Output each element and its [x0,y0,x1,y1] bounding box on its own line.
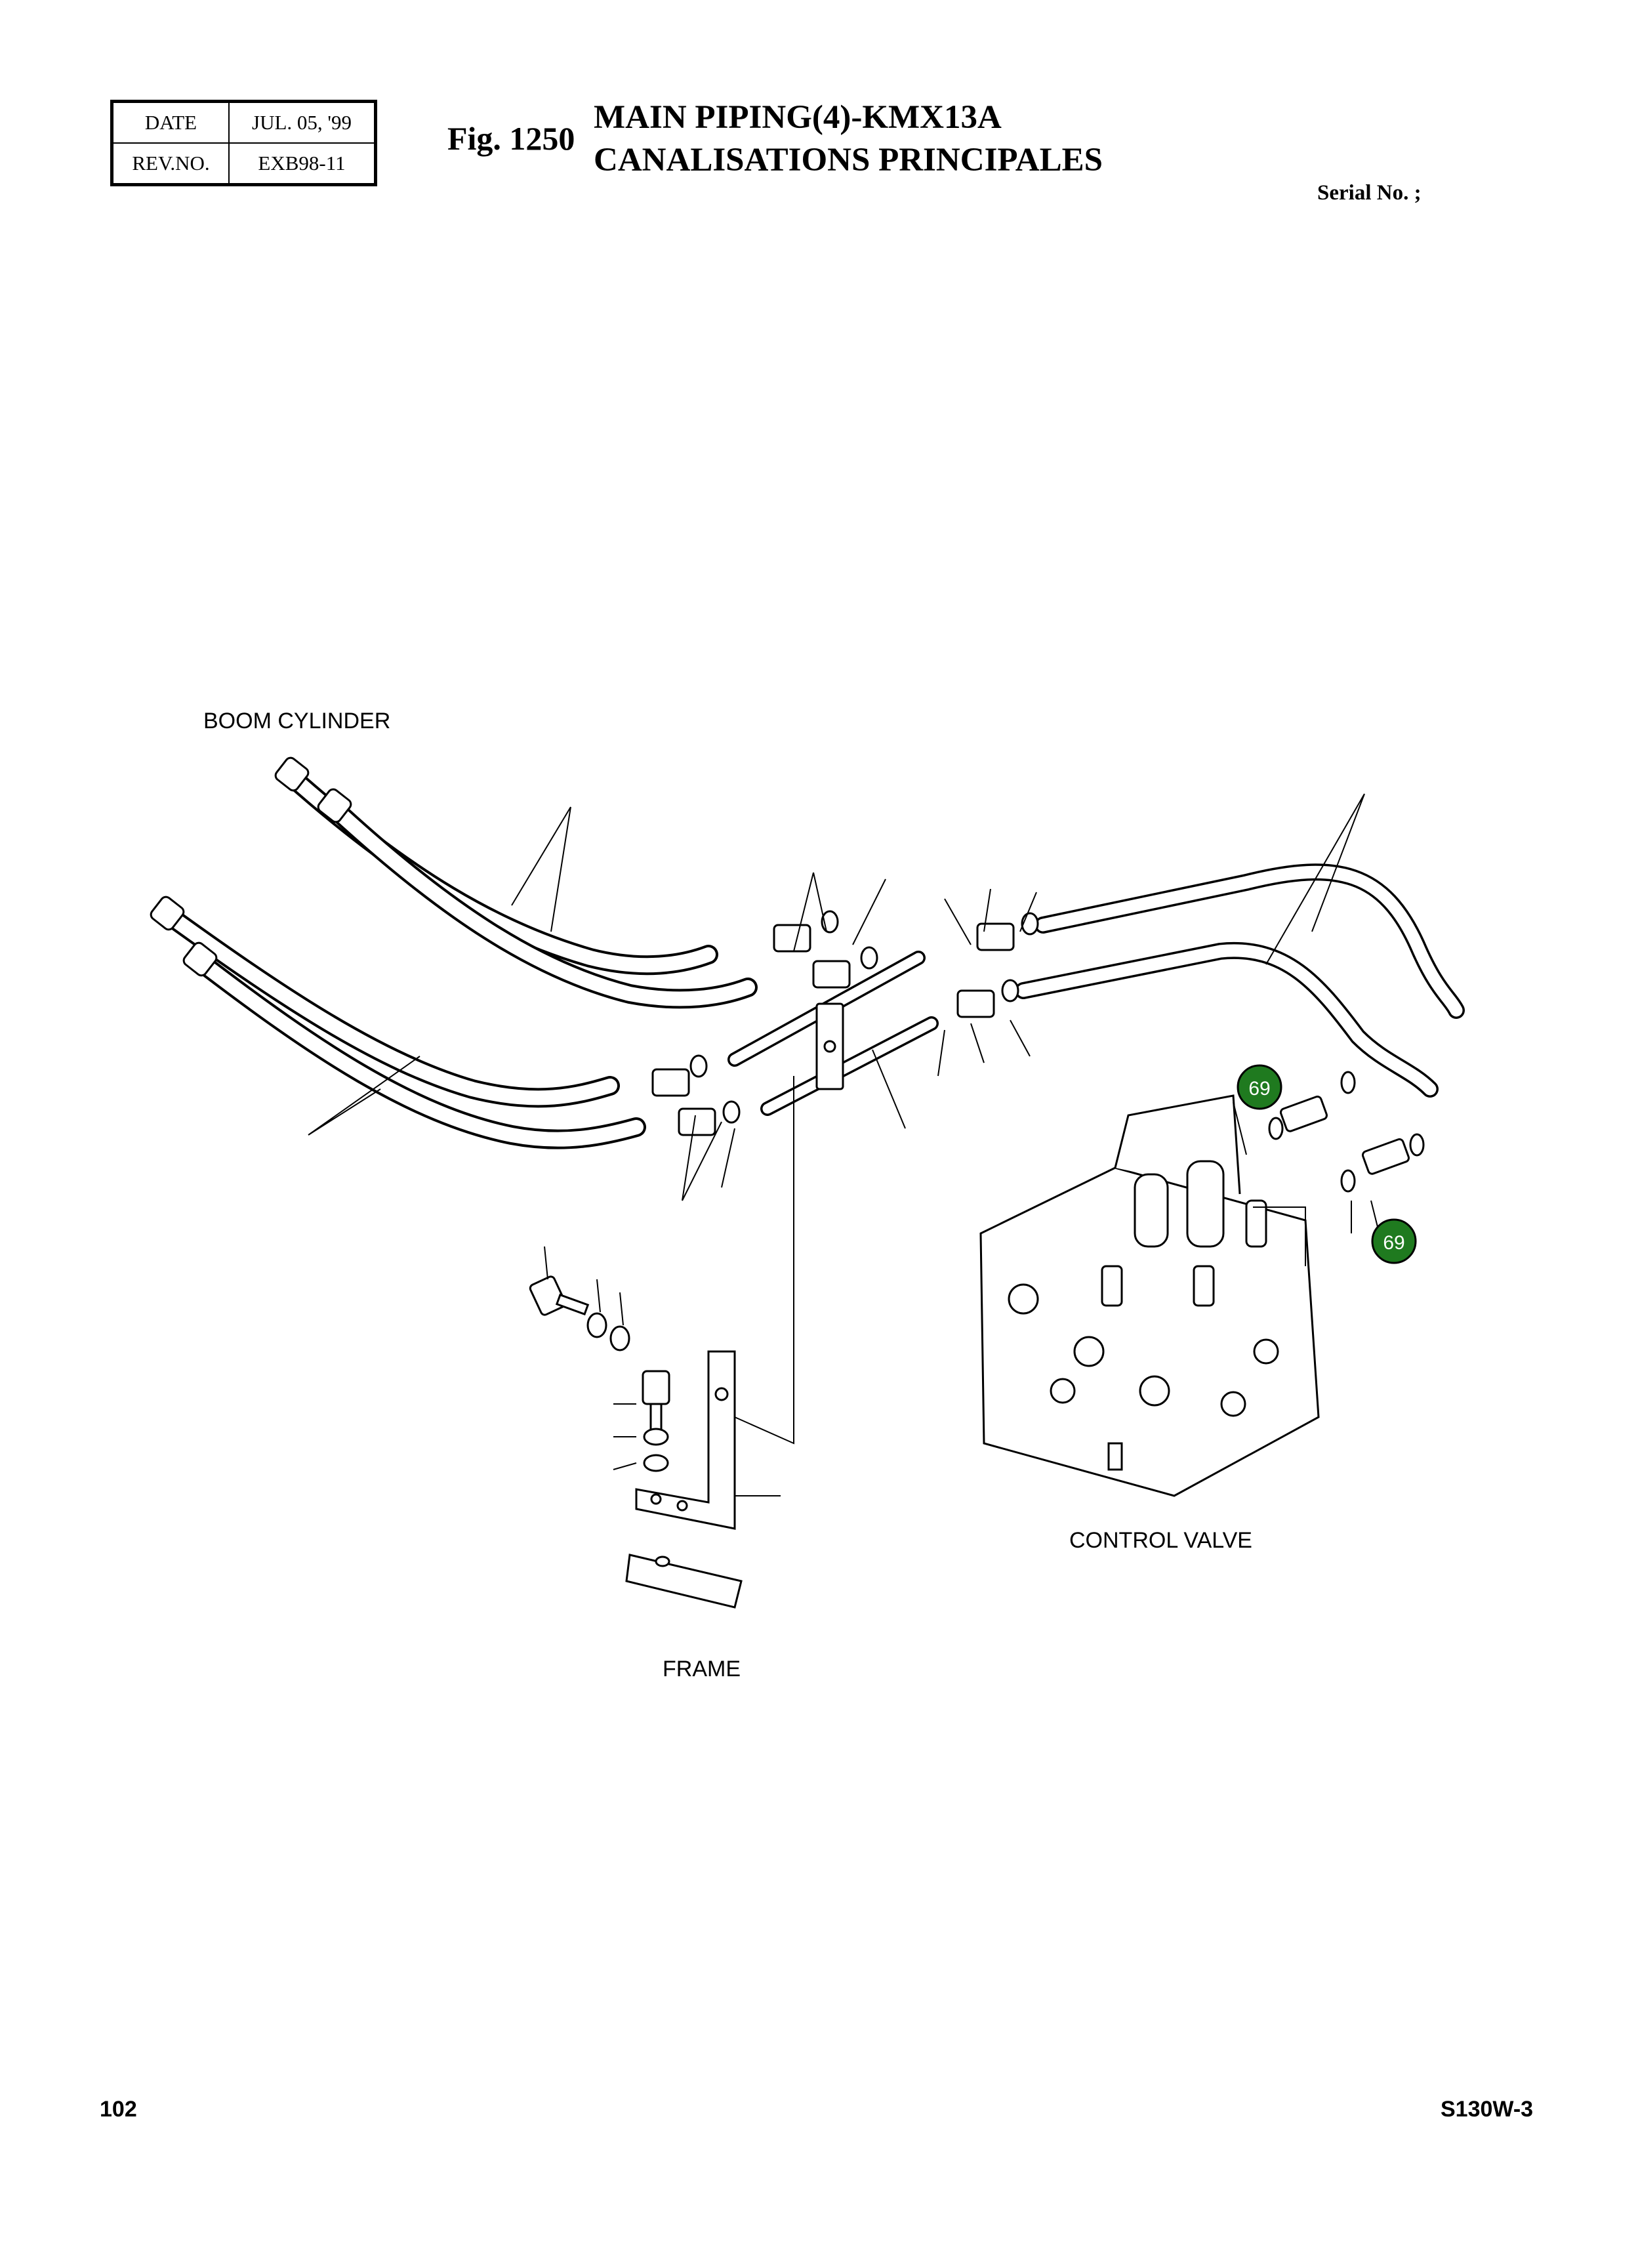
page-subtitle: CANALISATIONS PRINCIPALES [594,142,1103,178]
control-valve-body [979,1094,1320,1497]
control-valve-label: CONTROL VALVE [1069,1528,1252,1553]
serial-number-label: Serial No. ; [1317,181,1422,205]
callout-number: 69 [1383,1232,1404,1254]
rev-label: REV.NO. [111,142,230,186]
pipe-clamp [815,1002,844,1090]
callout-69-lower: 69 [1371,1218,1417,1264]
figure-number: Fig. 1250 [447,120,575,157]
pipe-lower [1015,941,1439,1098]
boom-cylinder-label: BOOM CYLINDER [203,709,390,733]
frame-label: FRAME [663,1657,741,1681]
rev-value: EXB98-11 [228,142,377,186]
revision-table: DATE JUL. 05, '99 REV.NO. EXB98-11 [110,100,377,186]
page-title: MAIN PIPING(4)-KMX13A [594,99,1002,136]
valve-adapters [1268,1071,1425,1193]
bolts-washers [529,1275,670,1472]
hose-end-caps [150,756,352,977]
callout-number: 69 [1248,1078,1270,1100]
page-number: 102 [100,2097,137,2122]
fittings [651,910,1039,1136]
boom-hoses [154,764,758,1149]
date-value: JUL. 05, '99 [228,100,377,144]
pipe-upper [1034,863,1465,1019]
callout-69-upper: 69 [1237,1064,1282,1110]
model-code: S130W-3 [1441,2097,1534,2122]
leader-lines [308,793,1378,1496]
date-label: DATE [111,100,230,144]
mounting-bracket [625,1350,743,1609]
